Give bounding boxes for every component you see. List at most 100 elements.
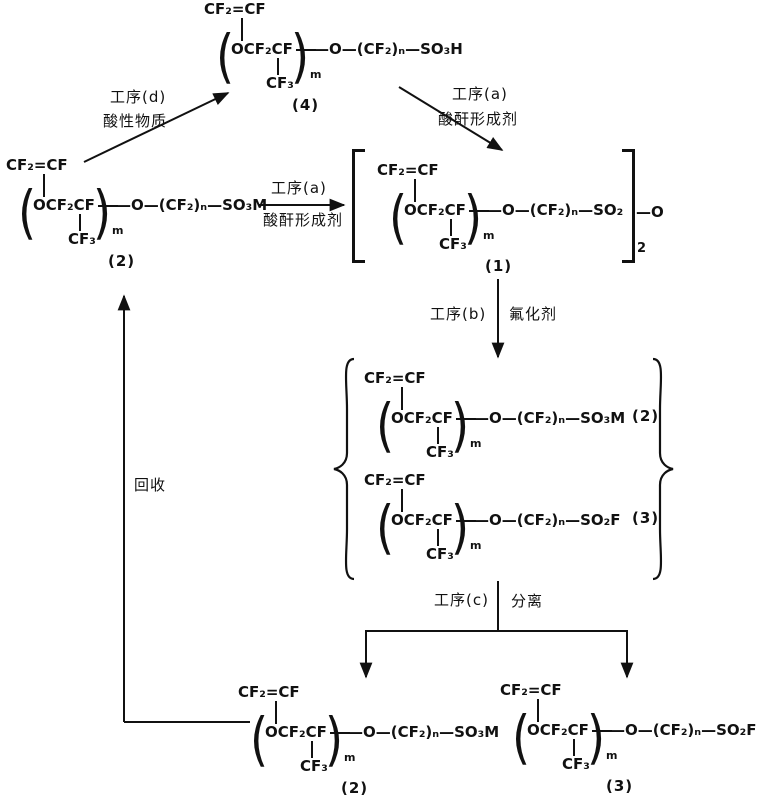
bond-horizontal-icon bbox=[456, 520, 476, 522]
structure-label: (1) bbox=[485, 257, 513, 275]
open-paren: ( bbox=[250, 705, 269, 773]
recycle-label: 回收 bbox=[134, 476, 167, 494]
open-paren: ( bbox=[376, 391, 395, 459]
close-paren: ) bbox=[464, 183, 483, 251]
vinyl-group: CF₂=CF bbox=[204, 0, 266, 18]
bond-vertical-icon bbox=[450, 219, 452, 236]
bond-vertical-icon bbox=[277, 58, 279, 75]
vinyl-group: CF₂=CF bbox=[500, 681, 562, 699]
dimer-subscript: 2 bbox=[637, 241, 647, 256]
open-paren: ( bbox=[216, 22, 235, 90]
repeat-subscript: m bbox=[470, 539, 482, 552]
bond-vertical-icon bbox=[275, 701, 277, 724]
side-group: CF₃ bbox=[439, 235, 467, 253]
step-b-label: 工序(b) bbox=[430, 305, 487, 323]
curly-brace-right bbox=[652, 357, 674, 581]
bond-horizontal-icon bbox=[592, 730, 612, 732]
repeat-subscript: m bbox=[470, 437, 482, 450]
step-d-label: 工序(d) bbox=[110, 88, 167, 106]
repeat-subscript: m bbox=[606, 749, 618, 762]
side-group: CF₃ bbox=[562, 755, 590, 773]
step-d-reagent-label: 酸性物质 bbox=[103, 112, 168, 130]
repeat-unit: OCF₂CF bbox=[527, 721, 589, 739]
bond-vertical-icon bbox=[437, 427, 439, 444]
bond-vertical-icon bbox=[401, 489, 403, 512]
open-paren: ( bbox=[389, 183, 408, 251]
side-group: CF₃ bbox=[68, 230, 96, 248]
bond-vertical-icon bbox=[79, 214, 81, 231]
bond-horizontal-icon bbox=[330, 732, 350, 734]
repeat-subscript: m bbox=[483, 229, 495, 242]
chain-group: —O—(CF₂)ₙ—SO₃M bbox=[116, 196, 268, 214]
close-paren: ) bbox=[93, 178, 112, 246]
vinyl-group: CF₂=CF bbox=[364, 369, 426, 387]
structure-label: (3) bbox=[632, 509, 660, 527]
chain-group: —O—(CF₂)ₙ—SO₃M bbox=[348, 723, 500, 741]
step-c-reagent-label: 分离 bbox=[511, 592, 544, 610]
chain-group: —O—(CF₂)ₙ—SO₃M bbox=[474, 409, 626, 427]
structure-label: (3) bbox=[606, 777, 634, 795]
close-paren: ) bbox=[291, 22, 310, 90]
side-group: CF₃ bbox=[300, 757, 328, 775]
repeat-unit: OCF₂CF bbox=[33, 196, 95, 214]
step-a-label-top: 工序(a) bbox=[452, 85, 508, 103]
step-c-label: 工序(c) bbox=[434, 591, 489, 609]
structure-3-mixture: CF₂=CF ( OCF₂CF ) m CF₃ —O—(CF₂)ₙ—SO₂F (… bbox=[350, 471, 658, 593]
side-group: CF₃ bbox=[266, 74, 294, 92]
dimer-oxygen: —O bbox=[636, 203, 664, 221]
structure-2-product: CF₂=CF ( OCF₂CF ) m CF₃ —O—(CF₂)ₙ—SO₃M (… bbox=[224, 683, 499, 800]
repeat-unit: OCF₂CF bbox=[231, 40, 293, 58]
bond-vertical-icon bbox=[537, 699, 539, 722]
curly-brace-left bbox=[333, 357, 355, 581]
open-paren: ( bbox=[376, 493, 395, 561]
bond-horizontal-icon bbox=[296, 49, 316, 51]
bond-vertical-icon bbox=[414, 179, 416, 202]
vinyl-group: CF₂=CF bbox=[377, 161, 439, 179]
close-paren: ) bbox=[451, 493, 470, 561]
bond-horizontal-icon bbox=[469, 210, 489, 212]
structure-3-product: CF₂=CF ( OCF₂CF ) m CF₃ —O—(CF₂)ₙ—SO₂F (… bbox=[486, 681, 757, 800]
step-b-reagent-label: 氟化剂 bbox=[509, 305, 558, 323]
side-group: CF₃ bbox=[426, 443, 454, 461]
step-a-reagent-label-middle: 酸酐形成剂 bbox=[263, 211, 344, 229]
chain-group: —O—(CF₂)ₙ—SO₃H bbox=[314, 40, 463, 58]
step-a-label-middle: 工序(a) bbox=[271, 179, 327, 197]
structure-2-mixture: CF₂=CF ( OCF₂CF ) m CF₃ —O—(CF₂)ₙ—SO₃M (… bbox=[350, 369, 658, 491]
arrow-step-a-diagonal bbox=[398, 86, 504, 151]
chain-group: —O—(CF₂)ₙ—SO₂F bbox=[474, 511, 621, 529]
bond-vertical-icon bbox=[241, 18, 243, 41]
structure-4-sulfonic-acid: CF₂=CF ( OCF₂CF ) m CF₃ —O—(CF₂)ₙ—SO₃H (… bbox=[190, 0, 463, 122]
bond-vertical-icon bbox=[437, 529, 439, 546]
bond-vertical-icon bbox=[311, 741, 313, 758]
repeat-unit: OCF₂CF bbox=[391, 409, 453, 427]
open-paren: ( bbox=[18, 178, 37, 246]
close-paren: ) bbox=[587, 703, 606, 771]
square-bracket-right bbox=[622, 149, 635, 263]
repeat-subscript: m bbox=[344, 751, 356, 764]
repeat-unit: OCF₂CF bbox=[404, 201, 466, 219]
vinyl-group: CF₂=CF bbox=[238, 683, 300, 701]
repeat-subscript: m bbox=[310, 68, 322, 81]
open-paren: ( bbox=[512, 703, 531, 771]
side-group: CF₃ bbox=[426, 545, 454, 563]
structure-label: (4) bbox=[292, 96, 320, 114]
arrow-step-d bbox=[83, 92, 230, 163]
chain-group: —O—(CF₂)ₙ—SO₂ bbox=[487, 201, 624, 219]
bond-horizontal-icon bbox=[456, 418, 476, 420]
structure-label: (2) bbox=[108, 252, 136, 270]
repeat-unit: OCF₂CF bbox=[265, 723, 327, 741]
structure-label: (2) bbox=[632, 407, 660, 425]
chain-group: —O—(CF₂)ₙ—SO₂F bbox=[610, 721, 757, 739]
square-bracket-left bbox=[352, 149, 365, 263]
bond-vertical-icon bbox=[43, 174, 45, 197]
repeat-unit: OCF₂CF bbox=[391, 511, 453, 529]
bond-vertical-icon bbox=[573, 739, 575, 756]
bond-horizontal-icon bbox=[98, 205, 118, 207]
repeat-subscript: m bbox=[112, 224, 124, 237]
close-paren: ) bbox=[451, 391, 470, 459]
structure-1-anhydride: CF₂=CF ( OCF₂CF ) m CF₃ —O—(CF₂)ₙ—SO₂ (1… bbox=[363, 163, 633, 283]
vinyl-group: CF₂=CF bbox=[364, 471, 426, 489]
step-a-reagent-label-top: 酸酐形成剂 bbox=[438, 110, 519, 128]
